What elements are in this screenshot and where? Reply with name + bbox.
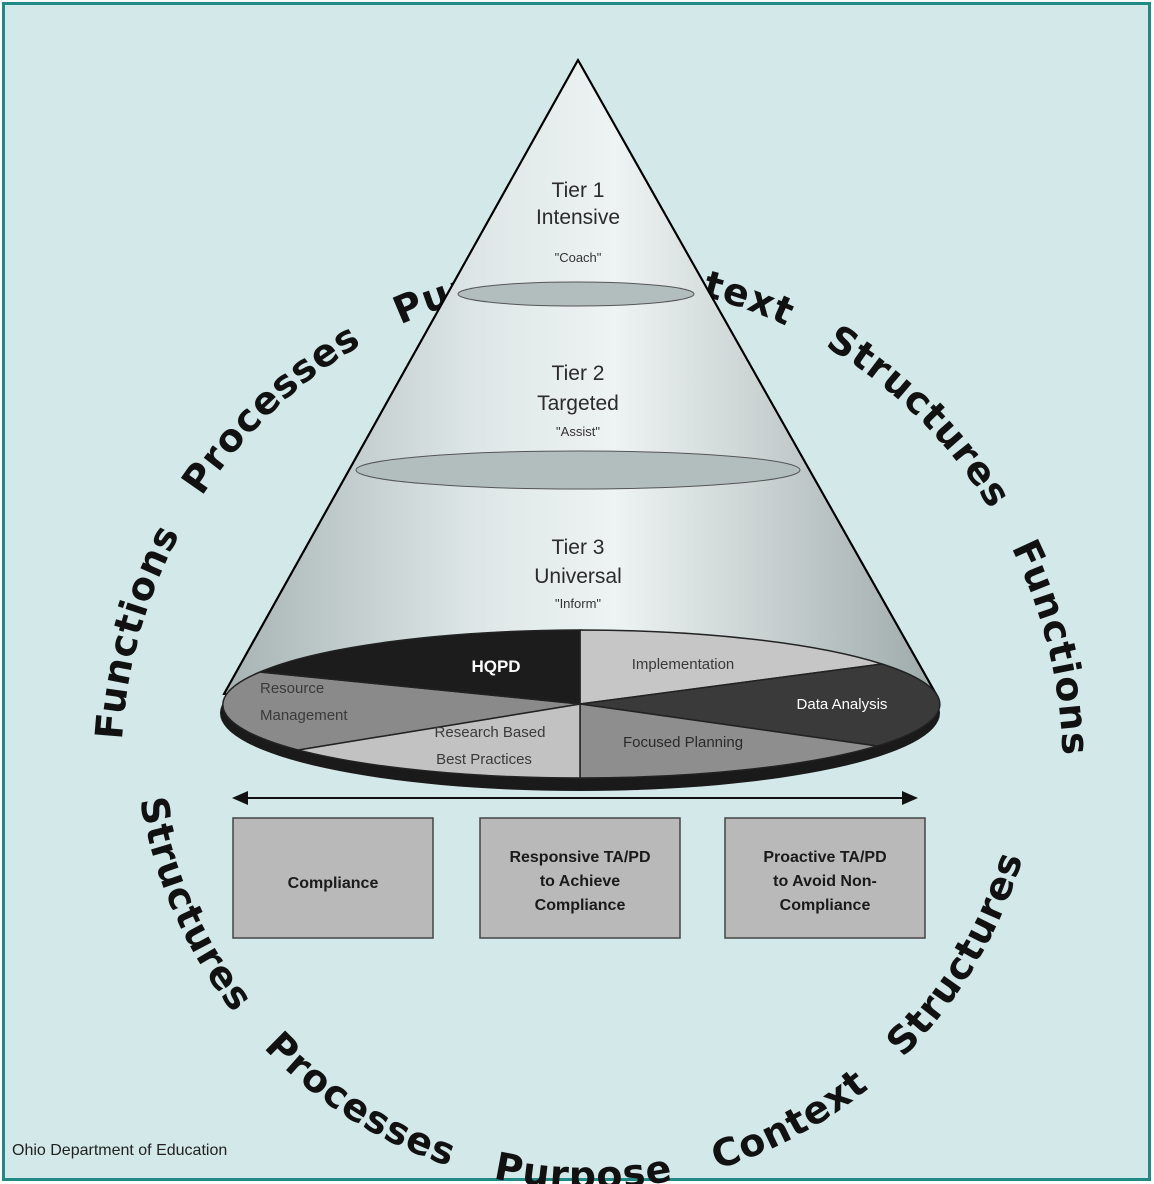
source-credit: Ohio Department of Education — [12, 1142, 228, 1159]
box-proactive-line2: to Avoid Non- — [773, 873, 877, 890]
segment-data-analysis — [579, 663, 941, 747]
tier-3-role: "Inform" — [555, 596, 601, 611]
tier-3-label: Tier 3 Universal "Inform" — [534, 536, 622, 611]
research-label-line1: Research Based — [435, 724, 546, 741]
segment-implementation — [579, 629, 883, 705]
cone-right-edge — [577, 59, 937, 695]
segment-hqpd — [259, 629, 581, 705]
segment-resource-management — [222, 671, 581, 751]
resource-label-line1: Resource — [260, 680, 324, 697]
tier-2-role: "Assist" — [556, 424, 600, 439]
tier-1-level: Intensive — [536, 206, 620, 229]
tier2-disc — [355, 450, 801, 490]
tier-2-level: Targeted — [537, 392, 619, 415]
box-proactive-line3: Compliance — [780, 897, 871, 914]
tier-2-title: Tier 2 — [552, 362, 605, 385]
tier1-disc — [457, 281, 695, 307]
cone-left-edge — [223, 59, 579, 695]
tier-3-title: Tier 3 — [552, 536, 605, 559]
tier-1-title: Tier 1 — [552, 179, 605, 202]
continuum-arrow — [232, 791, 918, 805]
box-proactive-line1: Proactive TA/PD — [763, 849, 886, 866]
base-disc — [222, 629, 941, 779]
box-compliance: Compliance — [232, 817, 434, 939]
segment-focused-planning — [579, 703, 878, 779]
hqpd-label: HQPD — [471, 657, 520, 676]
tier-1-label: Tier 1 Intensive "Coach" — [536, 179, 620, 265]
tier-1-role: "Coach" — [555, 250, 602, 265]
implementation-label: Implementation — [632, 656, 735, 673]
research-label-line2: Best Practices — [436, 751, 532, 768]
box-responsive-line1: Responsive TA/PD — [509, 849, 650, 866]
resource-label-line2: Management — [260, 707, 348, 724]
data-analysis-label: Data Analysis — [797, 696, 888, 713]
box-responsive-line2: to Achieve — [540, 873, 620, 890]
focused-planning-label: Focused Planning — [623, 734, 743, 751]
box-responsive-line3: Compliance — [535, 897, 626, 914]
box-compliance-line1: Compliance — [288, 875, 379, 892]
tier-3-level: Universal — [534, 565, 622, 588]
segment-research-best-practices — [297, 703, 581, 779]
box-responsive-ta-pd: Responsive TA/PD to Achieve Compliance — [479, 817, 681, 939]
box-proactive-ta-pd: Proactive TA/PD to Avoid Non- Compliance — [724, 817, 926, 939]
tier-2-label: Tier 2 Targeted "Assist" — [537, 362, 619, 439]
